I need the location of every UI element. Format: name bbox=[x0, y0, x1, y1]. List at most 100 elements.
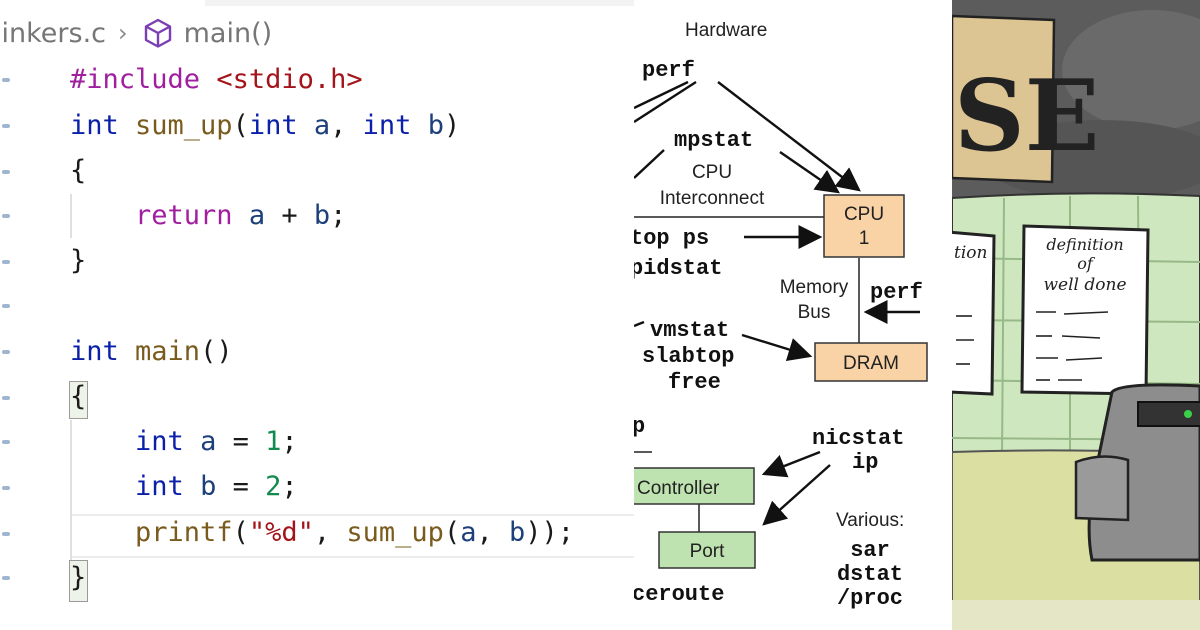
code-token: int bbox=[248, 110, 314, 141]
code-token: <stdio.h> bbox=[216, 64, 363, 95]
code-token bbox=[70, 426, 135, 457]
code-token: ( bbox=[232, 110, 249, 141]
code-line-7[interactable]: { bbox=[70, 377, 86, 417]
code-token: return bbox=[135, 200, 249, 231]
code-token: )); bbox=[525, 517, 575, 548]
tool-mpstat: mpstat bbox=[674, 128, 753, 153]
code-token: 2 bbox=[265, 471, 282, 502]
memory-bus-label-1: Memory bbox=[780, 277, 849, 298]
tool-free: free bbox=[668, 370, 721, 395]
code-token: = bbox=[216, 471, 266, 502]
code-token: } bbox=[70, 245, 87, 276]
code-token: a bbox=[200, 426, 217, 457]
note-right-lines bbox=[1036, 311, 1109, 381]
sketch-illustration: SE tion definition of well done bbox=[952, 0, 1200, 630]
code-token: ( bbox=[232, 517, 249, 548]
note-left bbox=[952, 230, 996, 396]
dram-box bbox=[814, 342, 928, 382]
code-token: b bbox=[313, 200, 331, 231]
gutter-marker bbox=[2, 440, 10, 444]
code-line-1[interactable]: #include <stdio.h> bbox=[70, 60, 363, 100]
observability-diagram: Hardware CPU Interconnect Memory Bus CPU… bbox=[634, 0, 952, 630]
dram-box-label: DRAM bbox=[843, 353, 899, 374]
code-token bbox=[70, 200, 135, 231]
code-line-2[interactable]: int sum_up(int a, int b) bbox=[70, 106, 460, 146]
code-token: ; bbox=[330, 200, 347, 231]
tool-ip: ip bbox=[852, 450, 878, 475]
hardware-title: Hardware bbox=[685, 20, 767, 41]
code-token: sum_up bbox=[135, 110, 233, 141]
sign-board bbox=[952, 14, 1056, 184]
code-token: b bbox=[427, 110, 444, 141]
gutter-marker bbox=[2, 576, 10, 580]
diagram-canvas: Hardware CPU Interconnect Memory Bus CPU… bbox=[634, 20, 928, 611]
breadcrumb-file[interactable]: linkers.c bbox=[0, 17, 106, 49]
code-line-5[interactable]: } bbox=[70, 241, 86, 281]
cpu-interconnect-label-2: Interconnect bbox=[660, 188, 765, 209]
sign-text: SE bbox=[954, 59, 1099, 174]
code-token: = bbox=[216, 426, 266, 457]
gutter-marker bbox=[2, 396, 10, 400]
tool-dstat: dstat bbox=[837, 562, 903, 587]
note-right-title-3: well done bbox=[1043, 275, 1126, 295]
note-left-title: tion bbox=[954, 243, 987, 263]
tool-traceroute-partial: ceroute bbox=[634, 582, 724, 607]
note-right-title-2: of bbox=[1077, 254, 1096, 273]
code-token: ; bbox=[281, 426, 298, 457]
controller-box-label: Controller bbox=[637, 478, 720, 499]
code-token: int bbox=[70, 110, 136, 141]
breadcrumb-symbol[interactable]: main() bbox=[183, 17, 273, 49]
code-line-11[interactable]: } bbox=[70, 558, 86, 598]
cpu-box-label-2: 1 bbox=[859, 228, 870, 249]
code-token: sum_up bbox=[346, 517, 444, 548]
note-right-title-1: definition bbox=[1046, 235, 1123, 254]
tool-proc: /proc bbox=[837, 586, 903, 611]
port-box bbox=[658, 531, 756, 569]
code-token: { bbox=[70, 381, 87, 412]
code-token: 1 bbox=[265, 426, 282, 457]
gutter-marker bbox=[2, 486, 10, 490]
code-token: a bbox=[460, 517, 477, 548]
gutter-marker bbox=[2, 304, 10, 308]
code-token: int bbox=[70, 336, 136, 367]
port-box-label: Port bbox=[690, 541, 726, 562]
tool-pidstat: pidstat bbox=[634, 256, 722, 281]
indent-guide bbox=[70, 420, 72, 560]
code-line-6[interactable]: int main() bbox=[70, 332, 233, 372]
gutter-marker bbox=[2, 170, 10, 174]
code-line-10[interactable]: printf("%d", sum_up(a, b)); bbox=[70, 513, 574, 553]
code-line-8[interactable]: int a = 1; bbox=[70, 422, 298, 462]
code-token: int bbox=[135, 471, 201, 502]
code-token bbox=[70, 517, 135, 548]
code-token bbox=[70, 471, 135, 502]
code-token: () bbox=[200, 336, 233, 367]
gutter-marker bbox=[2, 260, 10, 264]
tool-slabtop: slabtop bbox=[642, 344, 734, 369]
editor-tab-strip bbox=[205, 0, 634, 6]
code-line-3[interactable]: { bbox=[70, 151, 86, 191]
code-editor-panel: linkers.c › main() #include <stdio.h> in… bbox=[0, 0, 634, 602]
code-token: int bbox=[362, 110, 428, 141]
breadcrumb: linkers.c › main() bbox=[0, 8, 272, 58]
code-token: b bbox=[200, 471, 217, 502]
cpu-box-label-1: CPU bbox=[844, 204, 884, 225]
code-token: + bbox=[265, 200, 314, 231]
code-token: } bbox=[70, 562, 87, 593]
gutter-marker bbox=[2, 78, 10, 82]
code-token: a bbox=[313, 110, 331, 141]
gutter-marker bbox=[2, 124, 10, 128]
code-token: b bbox=[508, 517, 526, 548]
diagram-connectors bbox=[634, 216, 860, 532]
code-token: , bbox=[476, 517, 509, 548]
gutter-marker bbox=[2, 214, 10, 218]
tool-perf-top: perf bbox=[642, 58, 695, 83]
current-line-highlight bbox=[70, 514, 634, 558]
code-token: int bbox=[135, 426, 201, 457]
code-token: printf bbox=[135, 517, 233, 548]
code-line-9[interactable]: int b = 2; bbox=[70, 467, 298, 507]
various-label: Various: bbox=[836, 510, 904, 531]
code-token: , bbox=[313, 517, 347, 548]
gutter-marker bbox=[2, 532, 10, 536]
tool-vmstat: vmstat bbox=[650, 318, 729, 343]
code-line-4[interactable]: return a + b; bbox=[70, 196, 346, 236]
